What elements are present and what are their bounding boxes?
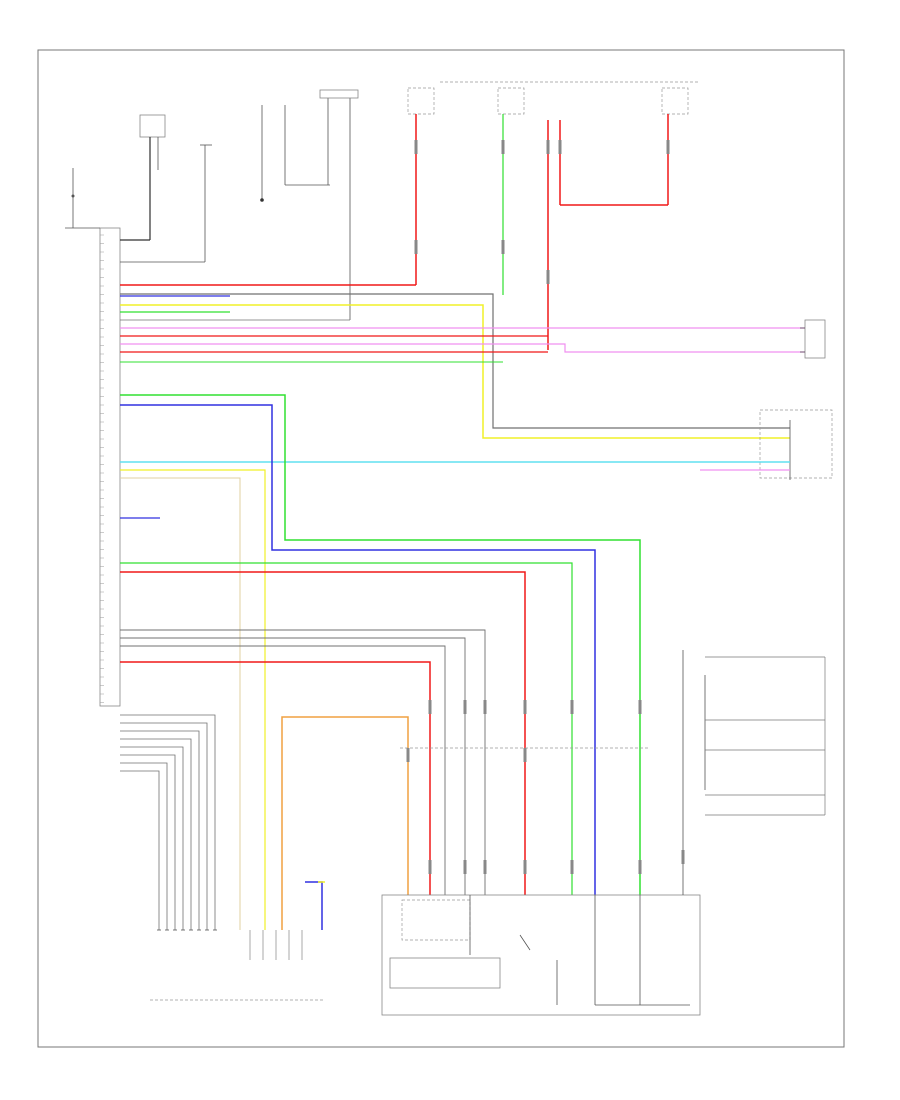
top-connector-3 [260,105,330,202]
connector-tick [558,140,562,154]
wire-pink-2 [120,343,805,353]
ground-point-icon [260,198,264,202]
right-connector-1 [800,319,826,359]
diagram-border [37,49,845,1048]
wire-yellow-2 [120,469,266,930]
connector-tick [483,860,487,874]
top-connector-5 [407,87,435,285]
wire-gray-4 [120,637,466,895]
connector-tick [546,270,550,284]
connector-tick [546,140,550,154]
connector-tick [681,850,685,864]
right-switches [682,650,826,895]
top-connector-2 [120,144,212,263]
bundle-wire [120,762,168,930]
wire-blue-2 [120,404,596,895]
connector-tick [523,748,527,762]
bundle-wire [120,722,208,930]
connector-tick [463,700,467,714]
bundle-wire [120,738,192,930]
top-connector-8 [560,87,689,206]
connector-tick [501,240,505,254]
wire-tan-1 [120,477,241,930]
connector-tick [406,748,410,762]
connector-tick [463,860,467,874]
connector-tick [523,700,527,714]
bundle-wire [120,770,160,930]
connector-tick [570,700,574,714]
connector-tick [570,860,574,874]
wire-green-3 [120,394,641,895]
bundle-wire [120,746,184,930]
ecu-pin-ticks [100,234,104,703]
connector-tick [638,860,642,874]
connector-tick [428,700,432,714]
top-connector-6 [497,87,525,295]
connector-tick [638,700,642,714]
main-ecu-connector [99,227,121,707]
connector-tick [428,860,432,874]
bundle-wire [120,754,176,930]
connector-tick [414,240,418,254]
top-connector-7 [547,120,561,350]
wire-green-4 [120,562,573,895]
wire-red-4 [120,571,526,895]
connector-tick [483,700,487,714]
bottom-center-module [381,894,701,1016]
wire-gray-3 [120,629,486,895]
wire-yellow-1 [120,304,790,439]
mid-ecu-2 [305,881,325,930]
connector-ticks [406,140,685,874]
bottom-gray-bundle [120,714,303,960]
connector-tick [523,860,527,874]
connector-tick [501,140,505,154]
power-supply-left [65,168,100,229]
wire-gray-1 [120,293,790,429]
connector-tick [666,140,670,154]
wire-red-5 [120,661,431,895]
wire-gray-5 [120,645,446,895]
connector-tick [414,140,418,154]
top-connector-1 [120,114,166,241]
bundle-wire [120,730,200,930]
bundle-wire [120,714,216,930]
top-connector-4 [319,89,359,320]
wire-orange-1 [281,716,409,930]
